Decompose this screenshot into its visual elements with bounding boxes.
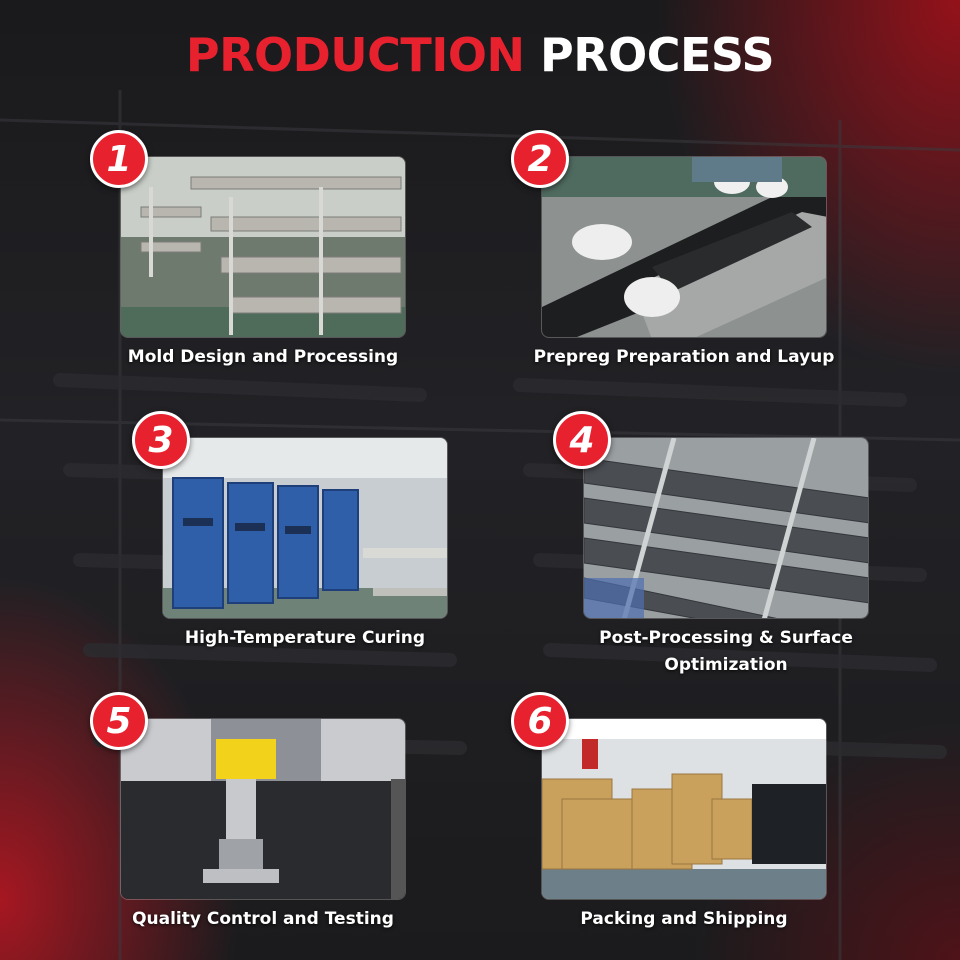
curing-presses-photo <box>162 437 448 619</box>
page-title: PRODUCTION PROCESS <box>0 28 960 82</box>
title-part-red: PRODUCTION <box>185 28 525 82</box>
carbon-layup-photo <box>541 156 827 338</box>
step-number-badge: 3 <box>132 411 190 469</box>
carbon-blades-photo <box>583 437 869 619</box>
step-number-badge: 1 <box>90 130 148 188</box>
step-caption: Quality Control and Testing <box>132 909 394 929</box>
testing-machine-photo <box>120 718 406 900</box>
step-caption: Mold Design and Processing <box>127 347 399 367</box>
step-caption: High-Temperature Curing <box>184 628 426 648</box>
step-caption: Prepreg Preparation and Layup <box>533 347 835 367</box>
step-number-badge: 6 <box>511 692 569 750</box>
warehouse-boxes-photo <box>541 718 827 900</box>
title-part-white: PROCESS <box>540 28 775 82</box>
mold-shelves-photo <box>120 156 406 338</box>
step-number-badge: 5 <box>90 692 148 750</box>
step-caption: Post-Processing & Surface Optimization <box>599 628 853 675</box>
step-number-badge: 4 <box>553 411 611 469</box>
step-number-badge: 2 <box>511 130 569 188</box>
step-caption: Packing and Shipping <box>580 909 788 929</box>
